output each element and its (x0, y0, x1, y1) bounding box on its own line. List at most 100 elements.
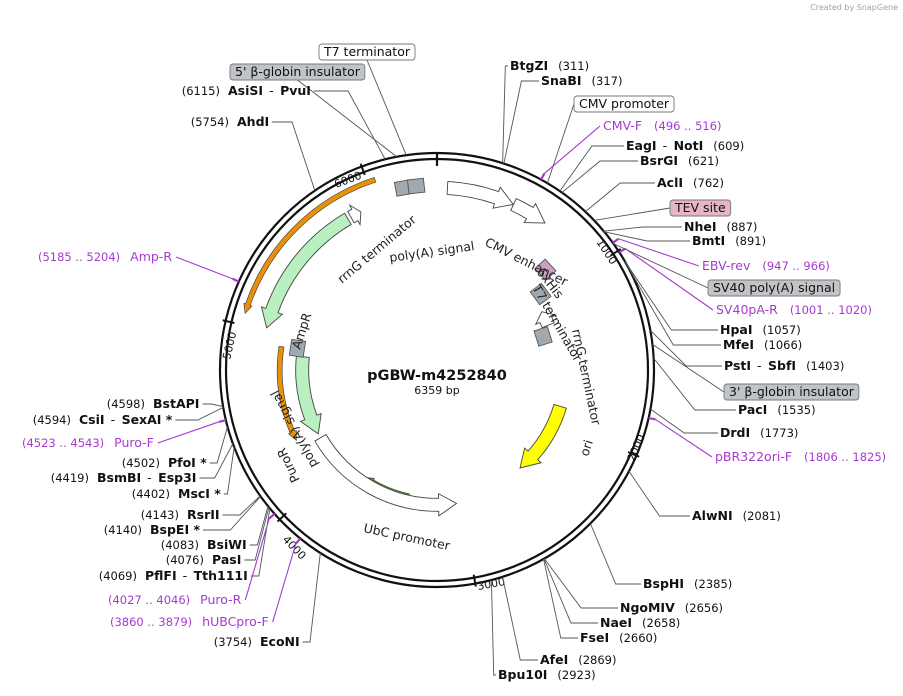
site-pos: (4140) (104, 523, 142, 537)
site-pos: (317) (592, 74, 623, 88)
site-dash: - (757, 358, 762, 373)
feature-ubc-promoter (314, 433, 458, 517)
site-name: NgoMIV (620, 600, 675, 615)
site-name: AhdI (237, 114, 269, 129)
feature-label-polya-1: poly(A) signal (388, 238, 475, 265)
leader-mfei (625, 262, 721, 346)
orf-arrow-4 (243, 177, 377, 314)
primer-range: (4027 .. 4046) (108, 593, 190, 607)
feature-puror (295, 355, 322, 435)
tick-label-2000: 2000 (625, 432, 648, 463)
site-pfoi: (4502)PfoI * (122, 455, 207, 470)
tick-2000 (627, 451, 640, 458)
site-pasi: (4076)PasI (166, 552, 242, 567)
site-name: PstI (724, 358, 751, 373)
plasmid-size: 6359 bp (414, 384, 459, 397)
site-pos: (4076) (166, 553, 204, 567)
site-eagi: EagI-NotI(609) (626, 138, 744, 153)
leader-bsiwi (249, 506, 269, 546)
leader-btgzi (502, 65, 508, 164)
box-label-3-globin-insulator: 3' β-globin insulator (723, 383, 860, 401)
feature-label-ubc: UbC promoter (362, 520, 452, 553)
site-name: AfeI (540, 652, 568, 667)
leader-primer (624, 248, 714, 311)
site-name: BtgZI (510, 58, 548, 73)
site-pos: (4419) (51, 471, 89, 485)
primer-name: Puro-R (200, 592, 241, 607)
feature-ori (519, 403, 567, 469)
site-pos: (4069) (99, 569, 137, 583)
primer-name: pBR322ori-F (715, 449, 792, 464)
leader-box (546, 103, 575, 184)
site-name: PfoI * (168, 455, 207, 470)
site-pos: (6115) (182, 84, 220, 98)
leader-paci (653, 357, 736, 411)
site-name: SnaBI (541, 73, 582, 88)
box-label-frame (723, 383, 860, 401)
primer-mark-ebv-rev (612, 237, 620, 244)
box-label-5-globin-insulator: 5' β-globin insulator (229, 63, 366, 81)
site-fsei: FseI(2660) (580, 630, 657, 645)
site-name: AsiSI (228, 83, 263, 98)
site-bsiwi: (4083)BsiWI (161, 537, 247, 552)
leader-rsrii (222, 495, 261, 516)
site-ahdi: (5754)AhdI (191, 114, 269, 129)
primer-hubcpro-f: (3860 .. 3879)hUBCpro-F (110, 614, 269, 629)
site-name: HpaI (720, 322, 753, 337)
leader-primer (655, 418, 713, 458)
site-name: AlwNI (692, 508, 733, 523)
leader-econi (302, 552, 321, 643)
primer-mark-puro-f (218, 419, 227, 423)
primer-puro-f: (4523 .. 4543)Puro-F (22, 435, 154, 450)
site-bsphi: BspHI(2385) (643, 576, 732, 591)
leader-alwni (628, 470, 690, 517)
box-label-frame (573, 95, 675, 113)
leader-bsrgi (561, 160, 638, 193)
box-label-t7-terminator: T7 terminator (318, 43, 416, 61)
primer-range: (4523 .. 4543) (22, 436, 104, 450)
site-pos: (2385) (694, 577, 732, 591)
site-name-2: SexAI * (122, 412, 173, 427)
primer-name: CMV-F (603, 118, 642, 133)
box-label-text: SV40 poly(A) signal (713, 280, 835, 295)
tick-6000 (359, 163, 366, 176)
leader-box (366, 59, 407, 156)
site-pos: (2660) (619, 631, 657, 645)
site-pos: (2658) (642, 616, 680, 630)
site-pos: (891) (735, 234, 766, 248)
site-msci: (4402)MscI * (132, 486, 222, 501)
primer-ebv-rev: EBV-rev(947 .. 966) (702, 258, 830, 273)
site-econi: (3754)EcoNI (214, 634, 300, 649)
primer-sv40pa-r: SV40pA-R(1001 .. 1020) (716, 302, 872, 317)
tick-1000 (610, 248, 622, 257)
leader-box (652, 344, 725, 393)
leader-bmti (604, 231, 690, 242)
site-pos: (4143) (141, 508, 179, 522)
backbone-outer (218, 151, 656, 589)
leader-box (613, 243, 709, 289)
site-name: PflFI (145, 568, 177, 583)
leader-ahdi (272, 121, 316, 191)
box-label-sv40-poly-a-signal: SV40 poly(A) signal (707, 279, 841, 297)
site-dash: - (663, 138, 668, 153)
leader-psti (649, 329, 722, 367)
feature-rrng-terminator (347, 203, 362, 227)
box-label-frame (229, 63, 366, 81)
leader-lines (157, 59, 736, 676)
primer-range: (947 .. 966) (762, 259, 830, 273)
feature-rrng-terminator (533, 326, 553, 347)
site-name-2: Esp3I (158, 470, 196, 485)
site-name: PacI (738, 402, 767, 417)
leader-pasi (244, 507, 270, 561)
site-afei: AfeI(2869) (540, 652, 617, 667)
site-name: BsiWI (207, 537, 247, 552)
leader-csii (175, 406, 224, 421)
site-name: BmtI (692, 233, 725, 248)
leader-box (297, 79, 397, 158)
tick-4000 (276, 512, 287, 523)
site-name: EcoNI (260, 634, 300, 649)
site-asisi: (6115)AsiSI-PvuI (182, 83, 311, 98)
leader-drdi (650, 408, 718, 434)
feature-cmv-enhancer (446, 181, 515, 209)
leader-ngomiv (543, 558, 618, 609)
